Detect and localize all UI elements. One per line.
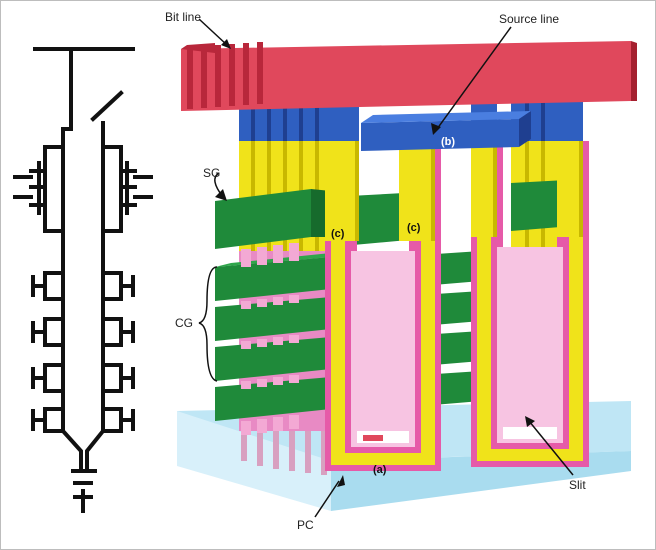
- label-c-left: (c): [331, 228, 345, 240]
- nand-string-schematic: [13, 47, 153, 513]
- label-sg: SG: [203, 166, 220, 180]
- label-source-line: Source line: [499, 12, 559, 26]
- channel-tops: [325, 141, 583, 241]
- label-b: (b): [441, 136, 455, 148]
- structure-3d: [177, 18, 637, 518]
- pillar-stubs: [241, 243, 299, 435]
- cg-plate-1: [215, 257, 331, 301]
- callout-lines: [198, 18, 574, 518]
- channel-top-edges: [355, 141, 583, 241]
- label-c-right: (c): [407, 222, 421, 234]
- label-cg: CG: [175, 316, 193, 330]
- substrate-front: [177, 411, 331, 511]
- label-slit: Slit: [569, 478, 586, 492]
- source-line-bar: [361, 119, 519, 151]
- bit-line-bar: [181, 41, 637, 111]
- callout-arrowheads: [215, 39, 535, 487]
- label-bit-line: Bit line: [165, 10, 201, 24]
- pillar-bases: [241, 411, 327, 475]
- sg-plate: [215, 189, 311, 249]
- label-a: (a): [373, 464, 387, 476]
- label-pc: PC: [297, 518, 314, 532]
